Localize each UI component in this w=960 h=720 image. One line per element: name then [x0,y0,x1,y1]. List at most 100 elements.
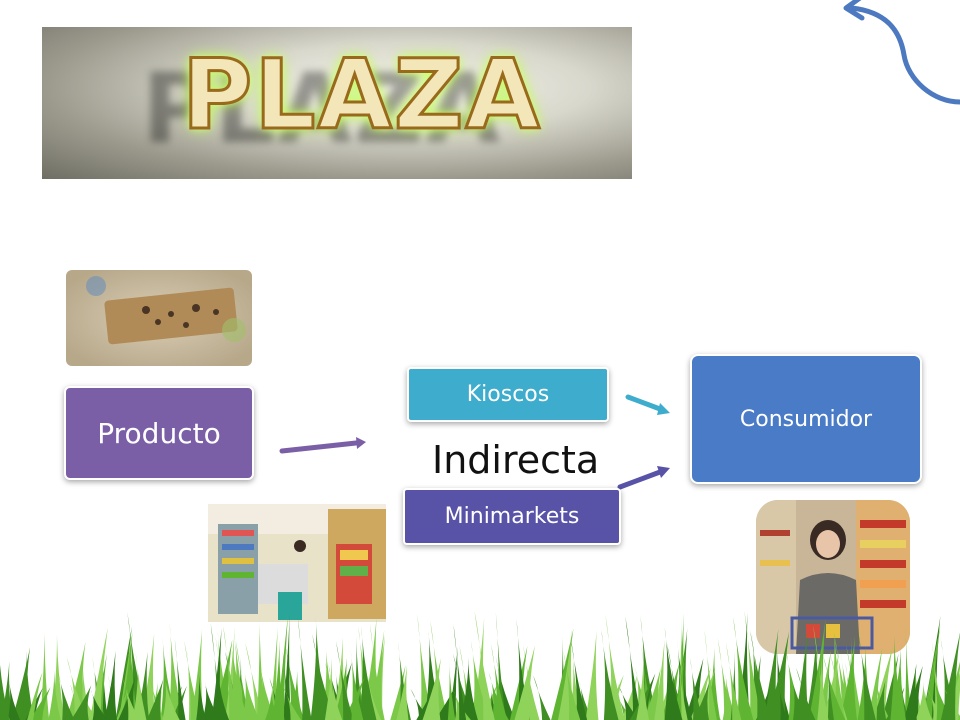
grass-blade [324,658,335,720]
arrow-head-producto [356,437,366,449]
grass-blade [827,655,834,720]
arrow-minimarkets-to-consumidor [617,469,663,490]
arrow-head-kioscos [657,403,670,415]
grass-blade [27,672,43,720]
grass-blade [516,618,530,720]
grass-blade [297,616,312,720]
grass-blade [212,671,230,720]
arrow-head-minimarkets [657,466,670,478]
grass-blade [915,681,933,720]
grass-blade [417,613,432,720]
title-banner: PLAZA [42,27,632,179]
grass-blade [790,675,809,720]
grass-blade [245,642,265,720]
grass-blade [823,656,846,720]
grass-blade [90,688,108,720]
grass-blade [410,688,431,720]
grass-blade [890,649,906,720]
grass-blade [66,641,86,720]
grass-blade [40,628,50,720]
grass-blade [448,647,458,720]
grass-blade [282,614,291,720]
grass-blade [689,657,704,720]
grass-blade [744,610,762,720]
grass-blade [335,640,354,720]
grass-blade [857,625,876,720]
grass-blade [223,625,240,720]
grass-blade [813,625,829,720]
grass-blade [767,630,790,720]
grass-blade [693,681,710,720]
grass-blade [785,649,806,720]
grass-blade [654,639,665,720]
grass-blade [725,642,742,720]
node-consumidor: Consumidor [690,354,922,484]
grass-blade [396,665,409,720]
grass-blade [750,631,771,720]
grass-blade [664,627,683,720]
grass-blade [29,687,51,720]
grass-blade [116,688,129,720]
grass-blade [101,651,108,720]
grass-blade [350,647,364,720]
grass-blade [777,681,788,720]
product-photo [66,270,252,366]
channel-label: Indirecta [432,438,600,482]
grass-blade [89,627,108,720]
grass-blade [369,629,385,720]
grass-blade [890,628,903,720]
grass-border-icon [0,610,960,720]
grass-blade [141,633,156,720]
grass-blade [256,613,266,720]
consumer-photo [756,500,910,654]
grass-blade [940,637,958,720]
grass-blade [184,640,201,720]
grass-blade [242,668,260,720]
grass-blade [677,655,688,720]
grass-blade [168,622,184,720]
grass-blade [359,626,377,720]
grass-blade [390,665,406,720]
grass-blade [48,669,61,720]
grass-blade [570,637,588,720]
grass-blade [460,657,478,720]
grass-blade [104,650,117,720]
grass-blade [490,643,508,720]
grass-blade [146,679,164,720]
node-kioscos: Kioscos [407,367,609,422]
grass-blade [0,664,10,720]
grass-blade [601,630,619,720]
grass-blade [514,645,535,720]
grass-blade [563,650,581,720]
grass-blade [470,639,490,720]
grass-blade [636,661,649,720]
grass-blade [922,626,941,720]
grass-blade [122,676,140,720]
grass-blade [282,650,293,720]
grass-blade [7,679,21,720]
grass-blade [881,654,899,720]
grass-blade [284,640,305,720]
grass-blade [282,684,302,720]
grass-blade [722,673,738,720]
grass-blade [118,631,133,720]
grass-blade [488,672,509,720]
grass-blade [225,651,242,720]
arrow-producto-to-channel [279,440,359,454]
grass-blade [57,672,75,720]
grass-blade [373,635,385,720]
grass-blade [136,651,149,720]
grass-blade [585,630,599,720]
grass-blade [717,637,733,720]
node-producto: Producto [64,386,254,480]
grass-blade [940,632,960,720]
grass-blade [617,684,639,720]
grass-blade [474,610,495,720]
grass-blade [202,680,221,720]
grass-blade [522,644,540,720]
grass-blade [174,638,186,720]
grass-blade [830,655,848,720]
grass-blade [452,689,471,720]
grass-blade [115,626,132,720]
